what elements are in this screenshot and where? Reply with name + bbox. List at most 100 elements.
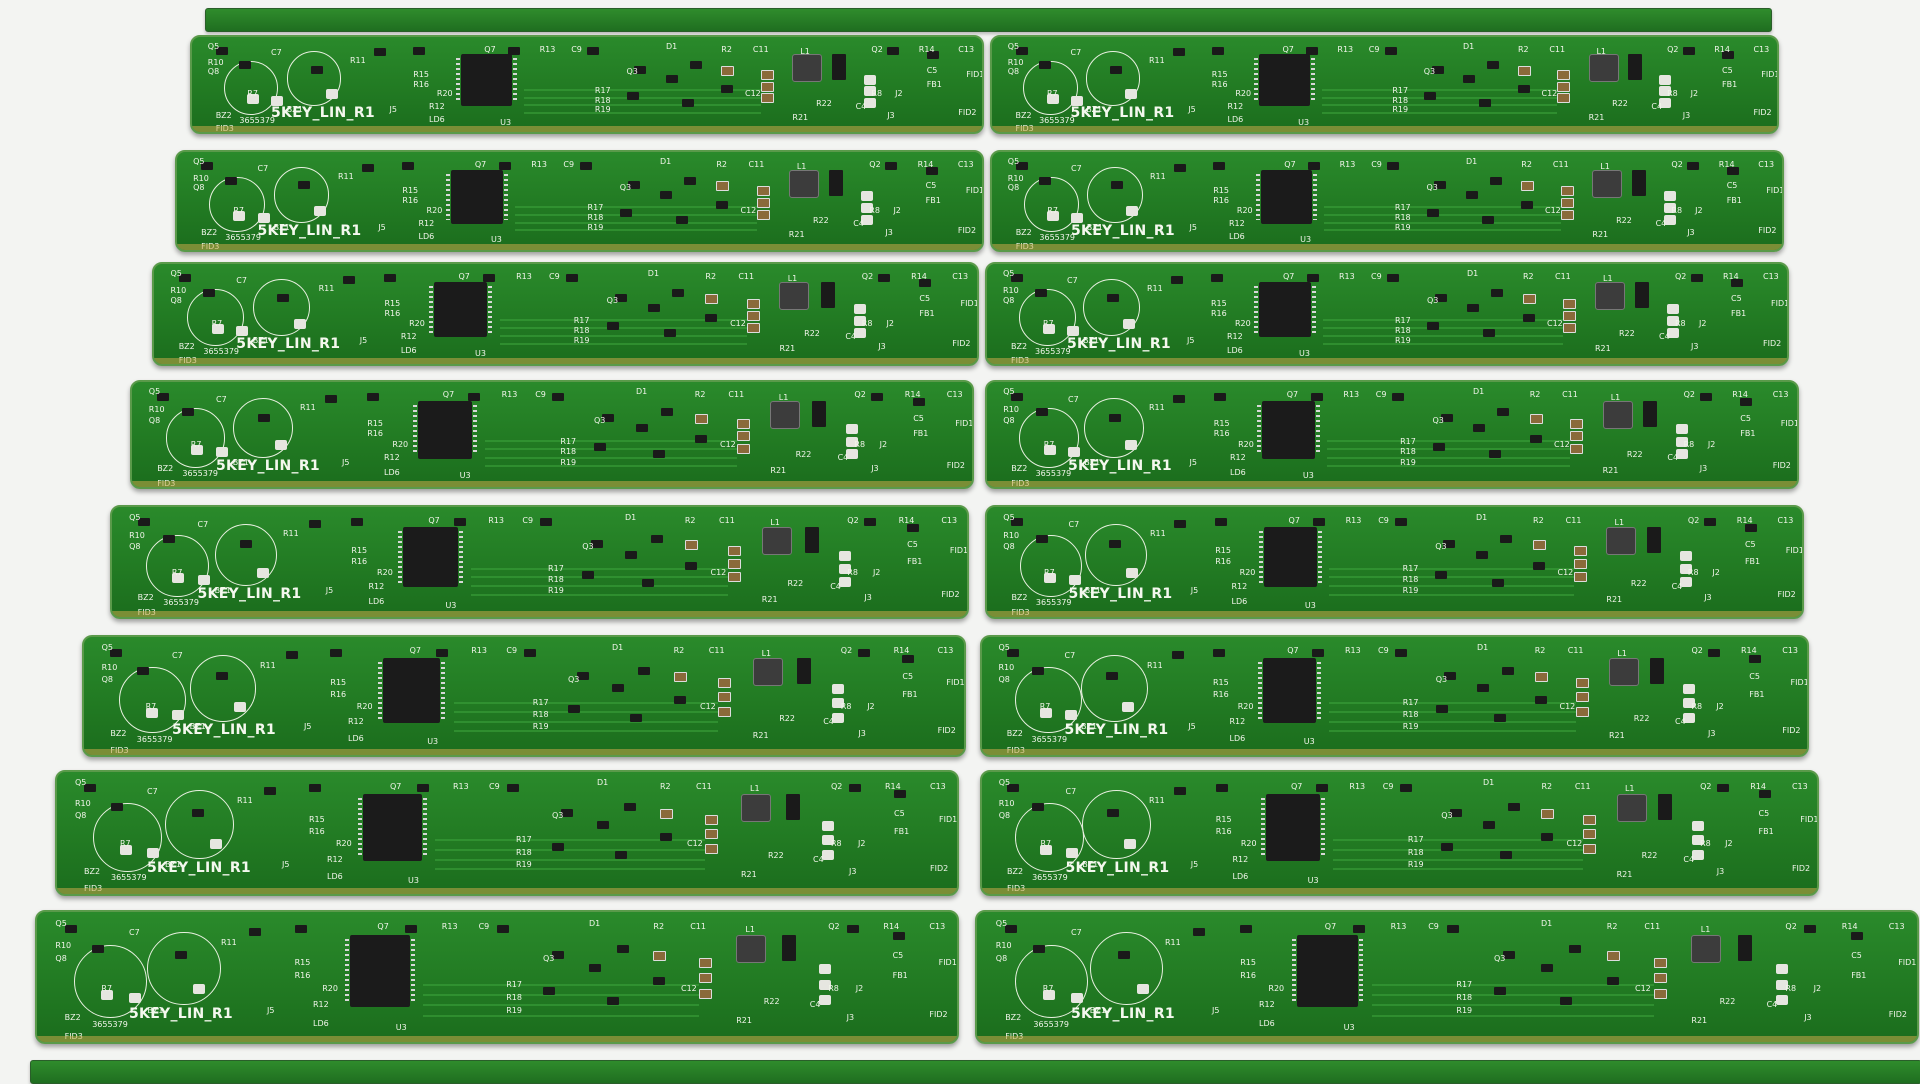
silkscreen-label: R7 [247, 89, 258, 99]
silkscreen-label: R8 [1683, 439, 1695, 449]
smd-component [264, 786, 276, 795]
silkscreen-label: Q2 [847, 515, 859, 525]
smd-component [1007, 784, 1020, 793]
silkscreen-label: R8 [1675, 319, 1686, 328]
silkscreen-label: R18 [506, 992, 522, 1002]
smd-component [616, 944, 629, 953]
silkscreen-label: J5 [359, 336, 368, 345]
solder-pad [846, 449, 858, 460]
silkscreen-label: J5 [1188, 721, 1196, 731]
pcb-board: Q5C7R10Q8R7BZ2BZ1FID3R11R15R16R20J5R12LD… [975, 910, 1919, 1044]
solder-pad [853, 304, 866, 314]
smd-component [1503, 951, 1516, 959]
solder-pad [1679, 577, 1692, 588]
silkscreen-label: R22 [795, 450, 812, 460]
silkscreen-label: D1 [1466, 156, 1478, 166]
silkscreen-label: R17 [1402, 698, 1419, 708]
capacitor [705, 294, 719, 304]
silkscreen-label: FID2 [1777, 589, 1796, 599]
silkscreen-label: Q3 [568, 674, 580, 684]
smd-component [892, 931, 905, 940]
silkscreen-label: R20 [1235, 319, 1251, 328]
buzzer-outline-bz2 [119, 666, 187, 734]
silkscreen-label: L1 [770, 518, 780, 527]
silkscreen-label: C12 [687, 839, 703, 849]
pcb-board: Q5C7R10Q8R7BZ2BZ1FID3R11R15R16R20J5R12LD… [130, 380, 974, 489]
copper-trace [435, 839, 705, 842]
silkscreen-label: R15 [330, 678, 347, 688]
silkscreen-label: R19 [560, 457, 577, 467]
smd-component [684, 562, 697, 570]
smd-component [524, 648, 536, 657]
smd-component [1559, 996, 1572, 1005]
inductor-l1 [1602, 400, 1633, 429]
silkscreen-label: R12 [1229, 218, 1245, 228]
silkscreen-label: C4 [813, 854, 824, 864]
smd-component [1489, 450, 1502, 459]
silkscreen-label: BZ1 [1084, 586, 1101, 596]
copper-trace [1332, 839, 1584, 842]
silkscreen-label: R2 [660, 781, 671, 791]
silkscreen-label: R21 [1609, 731, 1625, 741]
smd-component [849, 784, 861, 793]
silkscreen-label: FID1 [1790, 678, 1809, 688]
inductor-l1 [788, 169, 819, 198]
capacitor [1517, 65, 1531, 76]
silkscreen-label: C9 [506, 646, 518, 656]
copper-trace [1329, 567, 1574, 570]
solder-pad [1043, 324, 1055, 334]
silkscreen-label: BZ2 [110, 729, 127, 739]
silkscreen-label: R7 [1044, 567, 1055, 577]
silkscreen-label: R14 [898, 515, 915, 525]
silkscreen-label: R11 [300, 403, 316, 412]
silkscreen-label: R18 [1402, 710, 1419, 720]
silkscreen-label: R21 [1602, 466, 1619, 475]
capacitor [673, 672, 687, 683]
silkscreen-label: C12 [740, 205, 757, 215]
smd-component [497, 925, 509, 933]
silkscreen-label: R12 [1232, 854, 1249, 864]
silkscreen-label: Q3 [552, 811, 564, 821]
smd-component [1444, 672, 1456, 681]
solder-pad [1122, 701, 1135, 712]
silkscreen-label: R2 [1541, 781, 1553, 791]
solder-pad [1039, 707, 1052, 718]
silkscreen-label: R14 [1741, 646, 1757, 656]
solder-pad [1126, 205, 1139, 216]
smd-component [483, 274, 496, 282]
smd-component [664, 329, 677, 337]
smd-component [1011, 392, 1024, 401]
silkscreen-label: J5 [282, 859, 290, 869]
silkscreen-label: Q2 [1667, 44, 1679, 54]
smd-component [1105, 672, 1118, 681]
silkscreen-label: D1 [1541, 918, 1553, 928]
silkscreen-label: J5 [325, 586, 334, 596]
capacitor [717, 692, 731, 703]
silkscreen-label: C13 [1782, 646, 1799, 656]
silkscreen-label: BZ1 [1089, 1005, 1106, 1015]
solder-pad [1683, 712, 1696, 723]
buzzer-outline-bz1 [1084, 397, 1144, 458]
silkscreen-label: J2 [895, 89, 903, 99]
silkscreen-label: J5 [1212, 1005, 1220, 1015]
silkscreen-label: FID1 [955, 418, 974, 428]
smd-component [1467, 304, 1479, 312]
capacitor [684, 540, 698, 550]
silkscreen-label: FB1 [1749, 690, 1765, 700]
silkscreen-label: R22 [1633, 713, 1650, 723]
silkscreen-label: L1 [1624, 784, 1635, 794]
silkscreen-label: FID1 [1761, 70, 1779, 80]
silkscreen-label: C5 [892, 951, 904, 960]
solder-pad [210, 839, 222, 850]
smd-component [286, 651, 299, 660]
pcb-board: Q5C7R10Q8R7BZ2BZ1FID3R11R15R16R20J5R12LD… [985, 262, 1789, 366]
smd-component [626, 92, 639, 101]
silkscreen-label: LD6 [1232, 872, 1249, 882]
smd-component [1497, 408, 1510, 417]
silkscreen-label: R18 [560, 447, 577, 457]
silkscreen-label: C9 [1428, 922, 1439, 932]
silkscreen-label: R11 [1149, 56, 1165, 65]
silkscreen-label: BZ2 [178, 342, 195, 351]
smd-component [1443, 540, 1456, 548]
